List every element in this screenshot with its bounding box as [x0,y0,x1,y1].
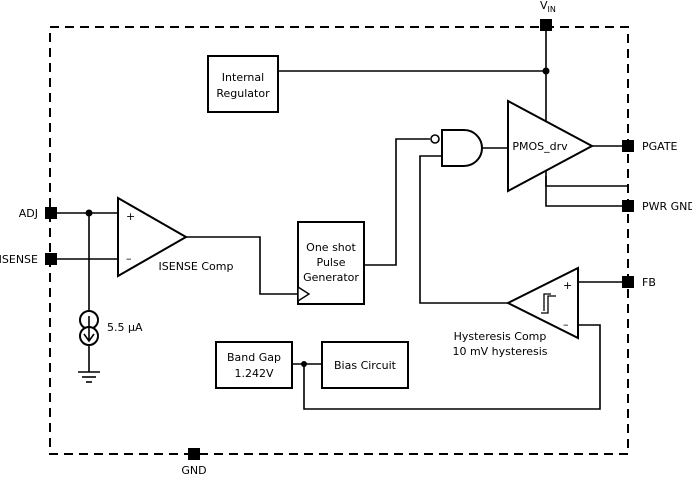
oneshot-to-and-wire [364,138,430,266]
hyst-to-and-wire [419,155,508,304]
isense-comp-plus: + [126,210,135,223]
current-arrow-icon [83,316,95,343]
wires [50,25,628,410]
vin-pin [540,19,552,31]
pmos-to-pwrgnd-wire [545,176,628,207]
current-source-label: 5.5 μA [107,321,143,334]
bias-circuit-label: Bias Circuit [334,359,397,372]
chip-boundary [49,26,629,455]
hysteresis-symbol-icon [541,293,556,314]
band-gap-block [215,341,293,389]
one-shot-line3: Generator [303,271,359,284]
isense-comparator [117,196,189,278]
pwr-gnd-pin [622,200,634,212]
bandgap-junction [301,361,307,367]
gnd-label: GND [181,464,206,477]
hyst-comp-line2: 10 mV hysteresis [452,345,547,358]
hyst-comp-minus: – [563,318,569,331]
inverter-bubble-icon [430,134,440,144]
one-shot-line1: One shot [306,241,356,254]
bias-circuit-block [321,341,409,389]
hysteresis-comparator [505,266,579,340]
hyst-comp-plus: + [563,279,572,292]
vin-label: VIN [540,0,556,14]
isense-comp-minus: – [126,252,132,265]
bandgap-to-hyst-wire [303,324,601,410]
ground-icon [78,371,100,383]
isense-comp-label: ISENSE Comp [159,260,234,273]
pmos-driver-label: PMOS_drv [512,140,568,153]
adj-junction [85,209,93,217]
internal-regulator-line1: Internal [222,71,264,84]
clock-input-icon [297,285,311,303]
isense-comp-output-wire [186,236,298,295]
band-gap-line1: Band Gap [227,351,281,364]
adj-pin [45,207,57,219]
internal-regulator-block [207,55,279,113]
pwr-gnd-label: PWR GND [642,200,692,213]
band-gap-line2: 1.242V [234,367,273,380]
pgate-label: PGATE [642,140,678,153]
one-shot-line2: Pulse [317,256,346,269]
isense-pin [45,253,57,265]
hyst-comp-line1: Hysteresis Comp [454,330,547,343]
vin-junction [542,67,550,75]
pmos-driver [507,99,595,193]
isense-label: ISENSE [0,253,38,266]
internal-regulator-line2: Regulator [216,87,270,100]
gnd-pin [188,448,200,460]
one-shot-block [297,221,365,305]
fb-pin [622,276,634,288]
fb-label: FB [642,276,656,289]
pgate-pin [622,140,634,152]
adj-label: ADJ [19,207,38,220]
and-gate [441,129,483,167]
